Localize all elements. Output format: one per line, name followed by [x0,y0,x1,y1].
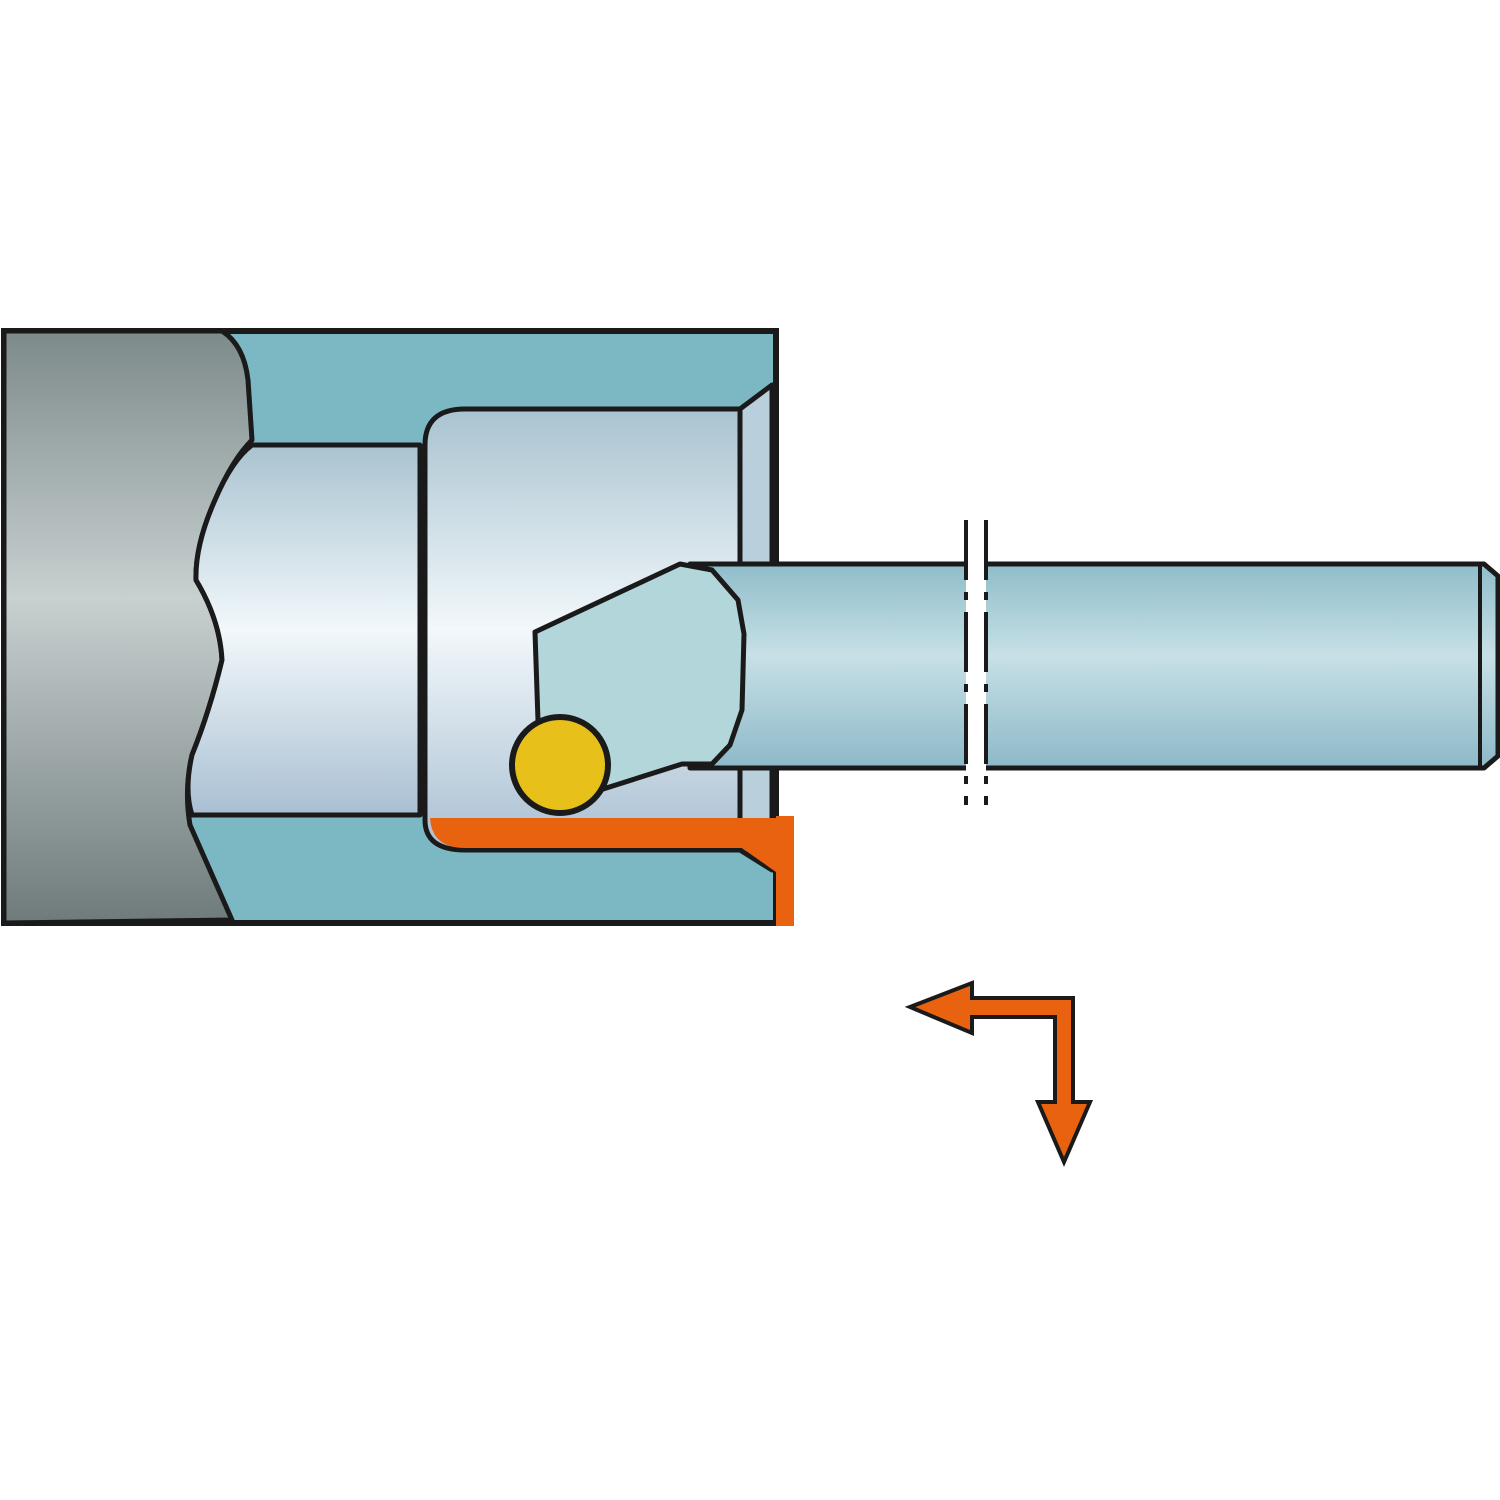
machined-surface [430,816,794,926]
bar-break-mark [964,520,988,805]
insert-icon [509,714,611,816]
boring-bar-icon [532,520,1500,805]
feed-direction-arrow-icon [904,980,1094,1168]
